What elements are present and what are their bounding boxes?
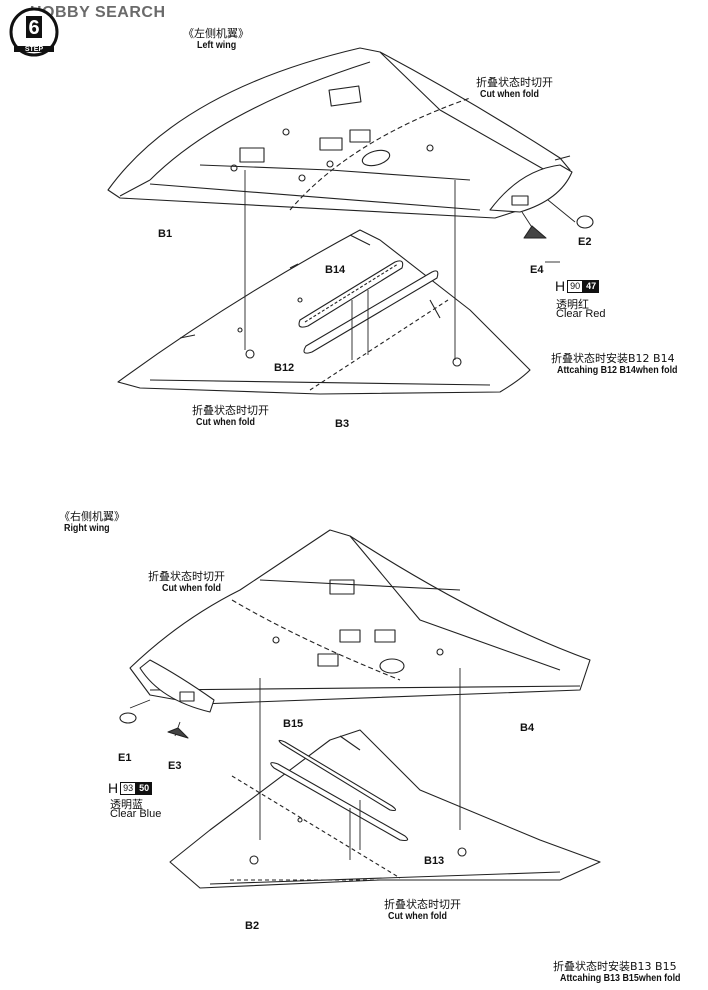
part-label-e4: E4: [530, 264, 544, 276]
part-label-b2: B2: [245, 920, 260, 932]
left-attach-label-zh: 折叠状态时安装B12 B14: [551, 352, 675, 365]
part-label-b1: B1: [158, 228, 173, 240]
right-cut-label-zh: 折叠状态时切开: [148, 570, 225, 583]
right-attach-label-zh: 折叠状态时安装B13 B15: [553, 960, 677, 973]
paint-name-zh: 透明蓝: [110, 798, 143, 811]
paint-code: 93: [120, 781, 137, 795]
paint-prefix: H: [108, 780, 119, 796]
paint-name-zh: 透明红: [556, 298, 589, 311]
part-label-b15: B15: [283, 718, 304, 730]
paint-name-en: Clear Blue: [110, 808, 162, 820]
part-label-b3: B3: [335, 418, 350, 430]
right-attach-label-en: Attcahing B13 B15when fold: [560, 972, 681, 984]
paint-prefix: H: [555, 278, 566, 294]
right-cut2-label-en: Cut when fold: [388, 910, 447, 922]
part-label-b12: B12: [274, 362, 295, 374]
part-label-b4: B4: [520, 722, 535, 734]
left-cut2-label-en: Cut when fold: [196, 416, 255, 428]
paint-number: 47: [583, 279, 600, 293]
paint-code-clear-red: H 90 47: [555, 278, 600, 294]
step-badge: 6 STEP: [9, 7, 59, 57]
right-wing-title-zh: 《右侧机翼》: [59, 510, 125, 523]
paint-name-en: Clear Red: [556, 308, 606, 320]
left-wing-upper-b1: [107, 47, 573, 219]
right-strips: [231, 739, 409, 879]
step-label: STEP: [25, 46, 44, 53]
left-attach-label-en: Attcahing B12 B14when fold: [557, 364, 678, 376]
right-cut2-label-zh: 折叠状态时切开: [384, 898, 461, 911]
part-label-e3: E3: [168, 760, 182, 772]
brand-watermark: HOBBY SEARCH: [4, 4, 166, 22]
brand-text: HOBBY SEARCH: [30, 4, 166, 21]
left-cut-label-zh: 折叠状态时切开: [476, 76, 553, 89]
part-label-e2: E2: [578, 236, 592, 248]
left-cut-label-en: Cut when fold: [480, 88, 539, 100]
left-wing-title-en: Left wing: [197, 39, 237, 51]
paint-code-clear-blue: H 93 50: [108, 780, 153, 796]
left-wing-title-zh: 《左侧机翼》: [183, 27, 249, 40]
left-strips: [298, 260, 449, 391]
right-wing-title-en: Right wing: [64, 522, 110, 534]
right-wing-lower-b2: [169, 729, 601, 889]
part-label-b14: B14: [325, 264, 346, 276]
part-label-e1: E1: [118, 752, 132, 764]
paint-code: 90: [567, 279, 584, 293]
step-number: 6: [28, 17, 39, 39]
left-cut2-label-zh: 折叠状态时切开: [192, 404, 269, 417]
part-label-b13: B13: [424, 855, 445, 867]
right-wing-upper-b4: [129, 529, 591, 713]
right-cut-label-en: Cut when fold: [162, 582, 221, 594]
paint-number: 50: [136, 781, 153, 795]
